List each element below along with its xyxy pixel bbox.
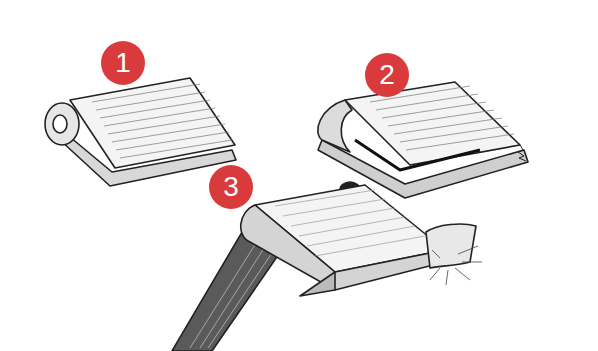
callout-circle: 3	[208, 164, 254, 210]
callout-number: 1	[100, 40, 146, 86]
clip-on-handle	[172, 182, 482, 351]
callout-circle: 2	[364, 52, 410, 98]
callout-number: 3	[208, 164, 254, 210]
callout-circle-fill	[365, 53, 409, 97]
callout-circle: 1	[100, 40, 146, 86]
callout-circle-fill	[209, 165, 253, 209]
callout-circle-fill	[101, 41, 145, 85]
clip-part-2	[318, 82, 528, 198]
clip-part-1	[45, 78, 236, 186]
callout-number: 2	[364, 52, 410, 98]
